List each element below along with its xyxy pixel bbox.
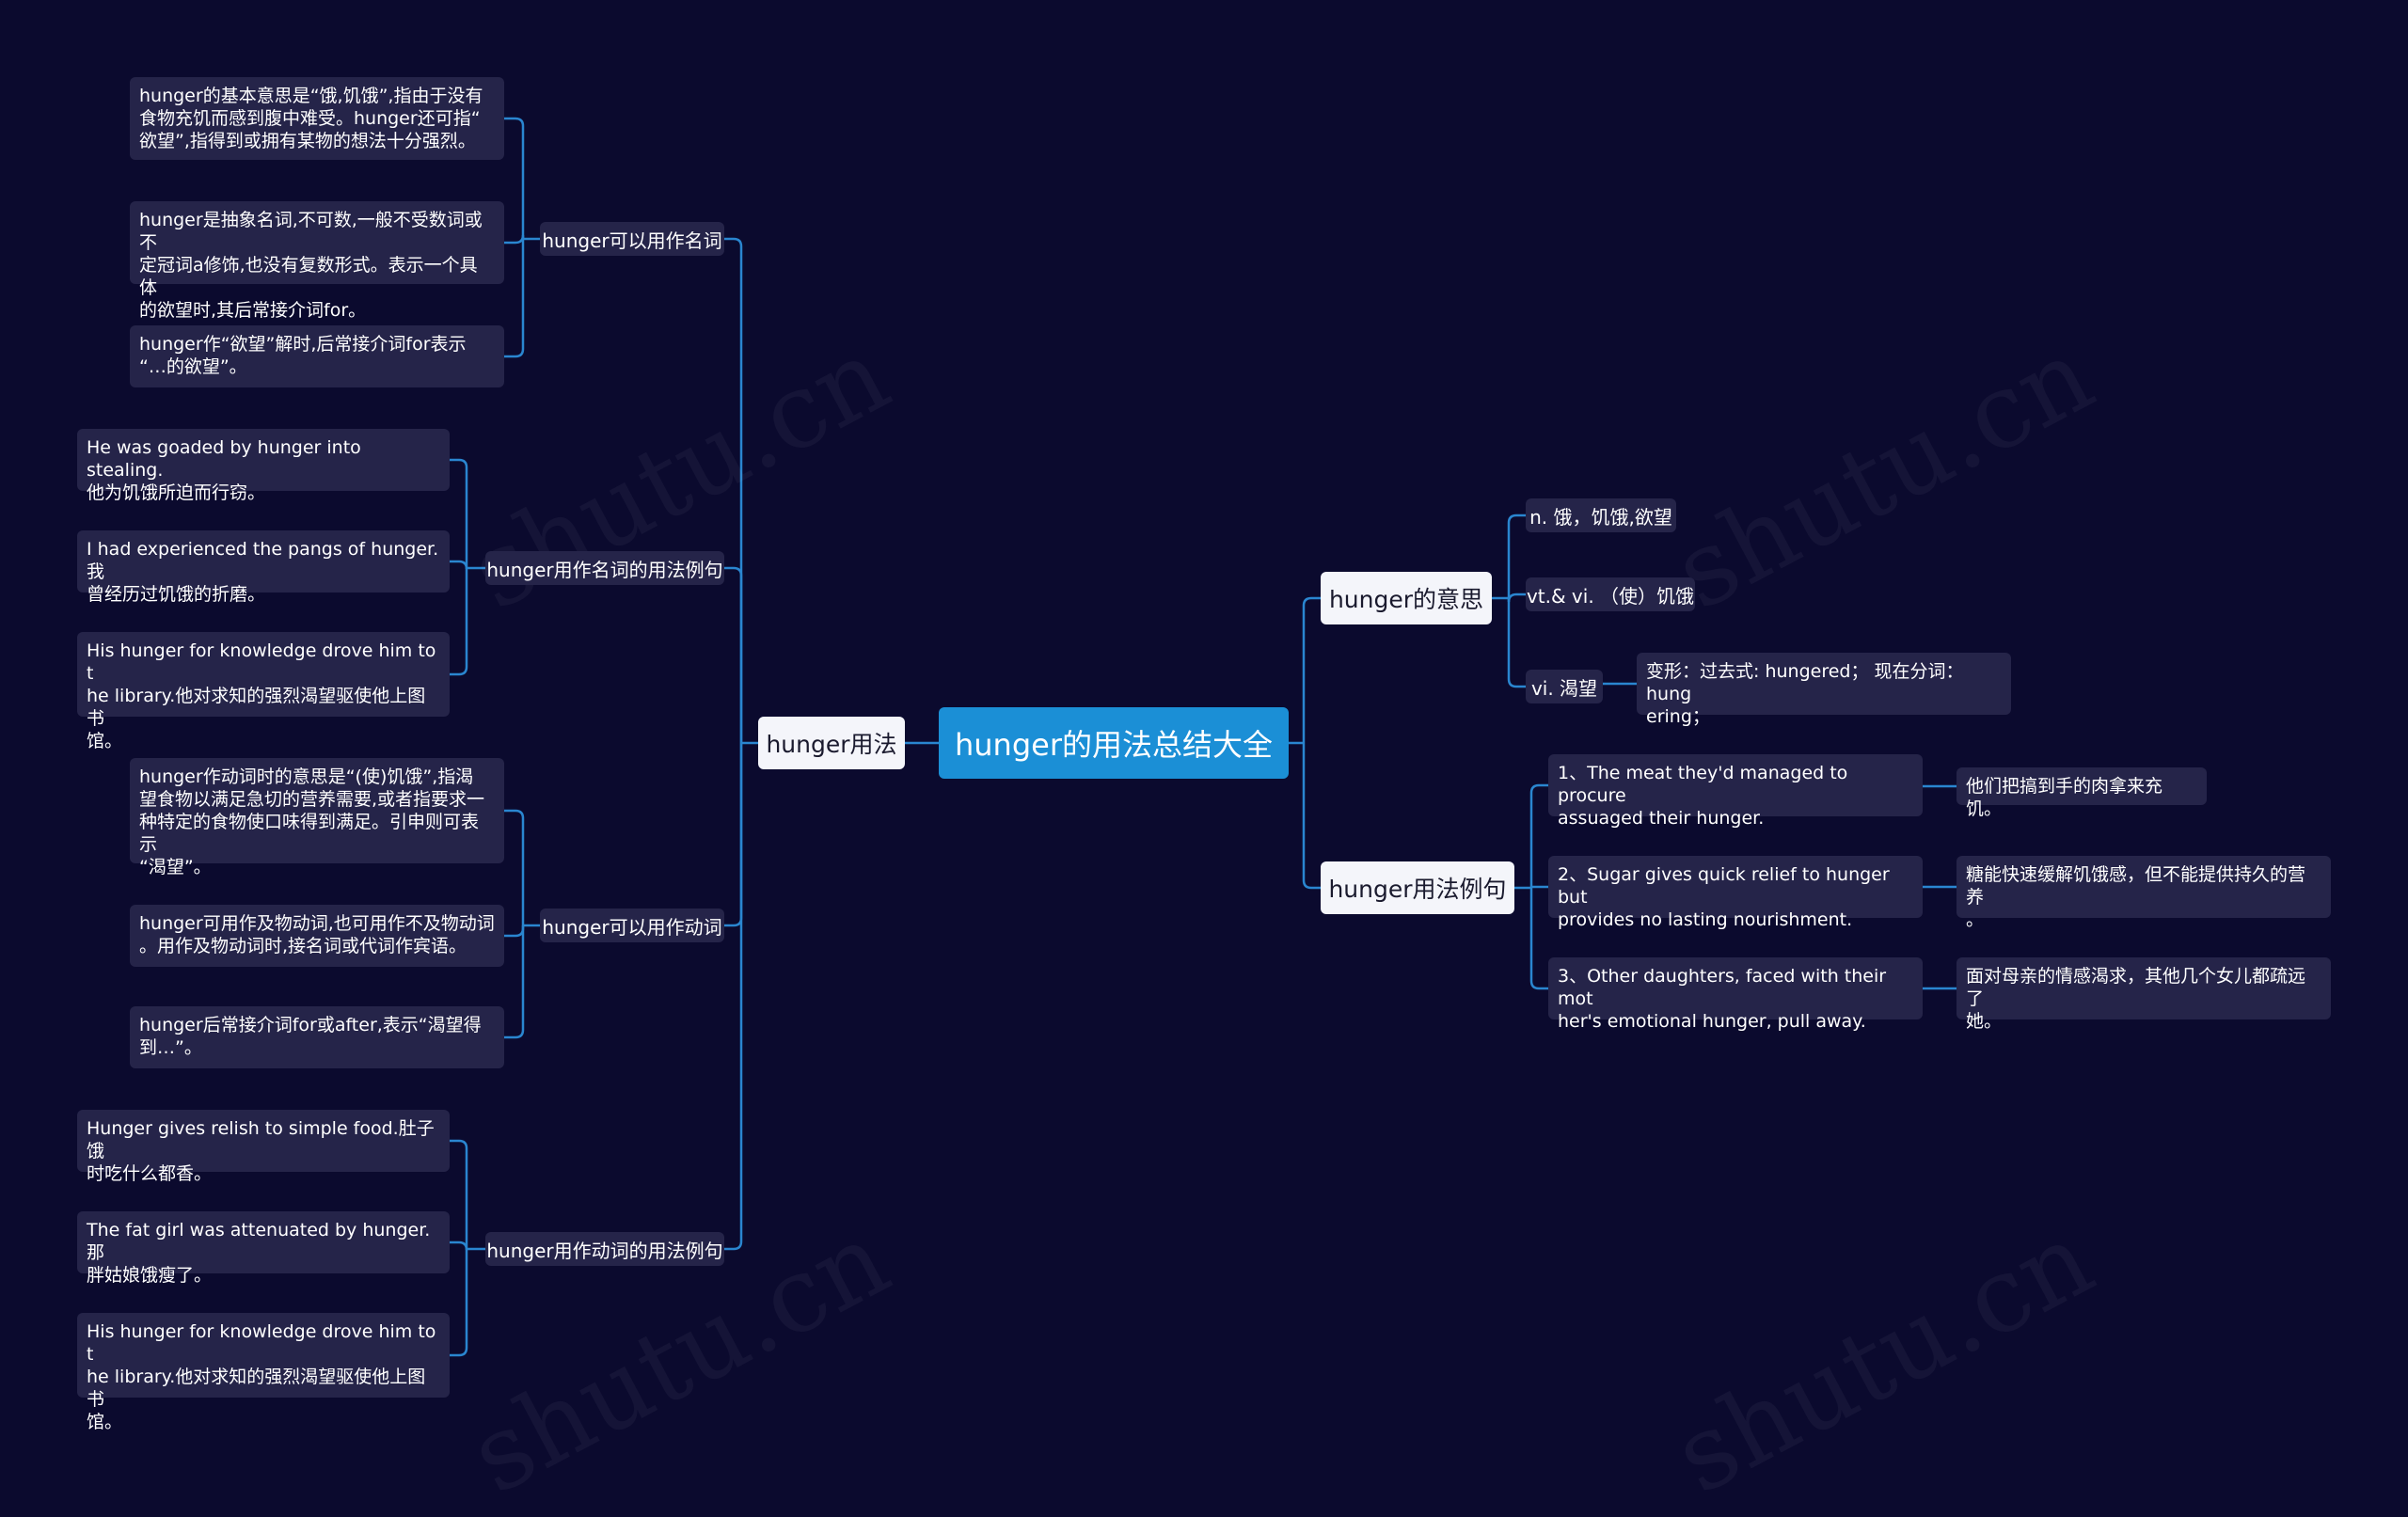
- leaf-noun-example-3[interactable]: His hunger for knowledge drove him to t …: [77, 632, 450, 751]
- example-zh-2[interactable]: 糖能快速缓解饥饿感，但不能提供持久的营养 。: [1956, 856, 2331, 930]
- mind-map: shutu.cn shutu.cn shutu.cn shutu.cn hung…: [77, 77, 2331, 1517]
- link-root-right-link: [1302, 596, 1321, 743]
- example-zh-1[interactable]: 他们把搞到手的肉拿来充饥。: [1956, 767, 2207, 819]
- link-noun-link: [504, 117, 525, 239]
- group-noun-examples[interactable]: hunger用作名词的用法例句: [485, 551, 724, 585]
- link-meaning-link: [1507, 514, 1526, 598]
- leaf-noun-1[interactable]: hunger的基本意思是“饿,饥饿”,指由于没有 食物充饥而感到腹中难受。hun…: [130, 77, 504, 160]
- group-verb-examples[interactable]: hunger用作动词的用法例句: [485, 1232, 724, 1266]
- link-examples-link: [1529, 888, 1548, 990]
- link-verb-ex-link: [450, 1240, 468, 1251]
- link-verb-link: [504, 925, 525, 938]
- link-usage-link: [724, 743, 743, 1251]
- leaf-noun-example-1[interactable]: He was goaded by hunger into stealing. 他…: [77, 429, 450, 503]
- link-noun-ex-link: [450, 568, 468, 676]
- link-meaning-link: [1507, 598, 1526, 688]
- leaf-verb-2[interactable]: hunger可用作及物动词,也可用作不及物动词 。用作及物动词时,接名词或代词作…: [130, 905, 504, 967]
- meaning-vi[interactable]: vi. 渴望: [1526, 670, 1603, 703]
- leaf-verb-example-2[interactable]: The fat girl was attenuated by hunger.那 …: [77, 1211, 450, 1286]
- leaf-noun-2[interactable]: hunger是抽象名词,不可数,一般不受数词或不 定冠词a修饰,也没有复数形式。…: [130, 201, 504, 321]
- leaf-noun-3[interactable]: hunger作“欲望”解时,后常接介词for表示 “…的欲望”。: [130, 325, 504, 387]
- meaning-verb[interactable]: vt.& vi. （使）饥饿: [1526, 577, 1695, 611]
- link-verb-link: [504, 809, 525, 925]
- group-verb[interactable]: hunger可以用作动词: [540, 909, 724, 942]
- example-en-1[interactable]: 1、The meat they'd managed to procure ass…: [1548, 754, 1923, 829]
- leaf-verb-example-1[interactable]: Hunger gives relish to simple food.肚子饿 时…: [77, 1110, 450, 1184]
- example-zh-3[interactable]: 面对母亲的情感渴求，其他几个女儿都疏远了 她。: [1956, 957, 2331, 1032]
- example-en-3[interactable]: 3、Other daughters, faced with their mot …: [1548, 957, 1923, 1032]
- link-root-right-link: [1302, 743, 1321, 890]
- connector-lines: [450, 117, 1956, 1357]
- leaf-verb-3[interactable]: hunger后常接介词for或after,表示“渴望得 到…”。: [130, 1006, 504, 1068]
- meaning-noun[interactable]: n. 饿，饥饿,欲望: [1526, 498, 1676, 532]
- branch-hunger-examples[interactable]: hunger用法例句: [1321, 861, 1514, 914]
- link-examples-link: [1529, 783, 1548, 888]
- link-usage-link: [724, 743, 743, 927]
- leaf-verb-example-3[interactable]: His hunger for knowledge drove him to t …: [77, 1313, 450, 1432]
- link-noun-ex-link: [450, 560, 468, 570]
- link-verb-link: [504, 925, 525, 1039]
- link-verb-ex-link: [450, 1249, 468, 1357]
- link-noun-link: [504, 234, 525, 245]
- leaf-verb-1[interactable]: hunger作动词时的意思是“(使)饥饿”,指渴 望食物以满足急切的营养需要,或…: [130, 758, 504, 877]
- branch-hunger-meaning[interactable]: hunger的意思: [1321, 572, 1492, 624]
- link-noun-link: [504, 239, 525, 358]
- link-meaning-link: [1507, 593, 1526, 603]
- example-en-2[interactable]: 2、Sugar gives quick relief to hunger but…: [1548, 856, 1923, 930]
- meaning-detail[interactable]: 变形：过去式: hungered； 现在分词：hung ering；: [1637, 653, 2011, 727]
- link-usage-link: [724, 237, 743, 743]
- leaf-noun-example-2[interactable]: I had experienced the pangs of hunger.我 …: [77, 530, 450, 605]
- root-node[interactable]: hunger的用法总结大全: [939, 707, 1289, 779]
- link-verb-ex-link: [450, 1139, 468, 1249]
- link-noun-ex-link: [450, 458, 468, 568]
- link-usage-link: [724, 566, 743, 743]
- branch-hunger-usage[interactable]: hunger用法: [758, 717, 905, 769]
- group-noun[interactable]: hunger可以用作名词: [540, 222, 724, 256]
